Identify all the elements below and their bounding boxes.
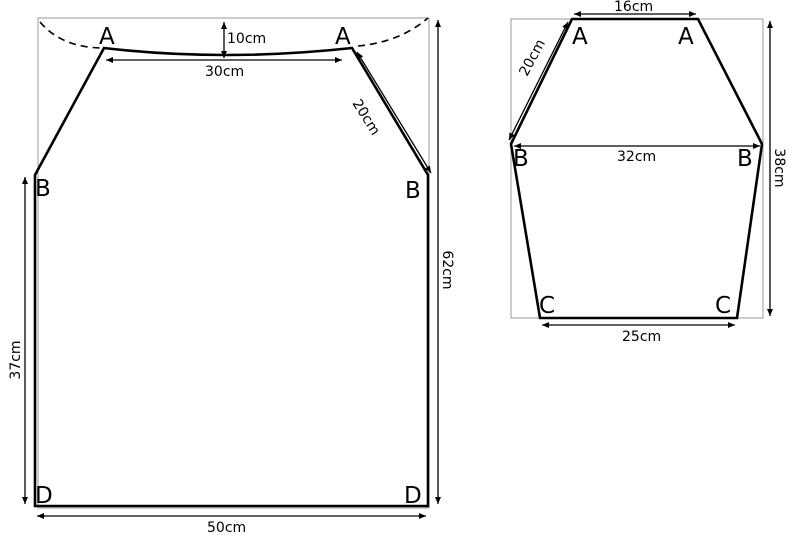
side-vertex-b-right: B	[737, 146, 753, 172]
side-panel: A A B B C C 16cm 20cm 32cm 38cm 25cm	[508, 0, 787, 345]
front-neck-dashed-curve	[39, 21, 105, 49]
front-vertex-d-right: D	[404, 483, 422, 509]
side-bottom-width-label: 25cm	[622, 329, 661, 345]
side-vertex-a-left: A	[572, 24, 588, 50]
front-side-height-label: 37cm	[8, 340, 24, 379]
front-vertex-d-left: D	[35, 483, 53, 509]
side-vertex-c-left: C	[539, 293, 555, 319]
side-middle-width-label: 32cm	[617, 149, 656, 165]
front-panel-outline	[33, 46, 430, 508]
side-slant-label: 20cm	[516, 37, 549, 79]
front-neck-depth-label: 10cm	[227, 31, 266, 47]
side-slant-arrow	[508, 21, 569, 141]
front-bounding-frame	[37, 17, 430, 509]
front-neck-dashed-curve-right	[357, 17, 429, 47]
side-top-width-label: 16cm	[614, 0, 653, 15]
side-vertex-b-left: B	[513, 146, 529, 172]
front-neck-width-label: 30cm	[205, 64, 244, 80]
side-vertex-c-right: C	[715, 293, 731, 319]
front-panel: A A B B D D 10cm 30cm 20cm 37cm 62cm 50c…	[8, 17, 455, 536]
front-bottom-width-label: 50cm	[207, 520, 246, 536]
front-vertex-b-right: B	[405, 178, 421, 204]
side-vertex-a-right: A	[678, 24, 694, 50]
side-total-height-label: 38cm	[771, 148, 787, 187]
front-vertex-a-left: A	[99, 24, 115, 50]
front-shoulder-label: 20cm	[349, 97, 383, 139]
side-panel-outline	[509, 17, 764, 320]
front-total-height-label: 62cm	[439, 250, 455, 289]
front-vertex-b-left: B	[35, 176, 51, 202]
front-vertex-a-right: A	[335, 24, 351, 50]
front-shoulder-arrow	[356, 51, 432, 174]
